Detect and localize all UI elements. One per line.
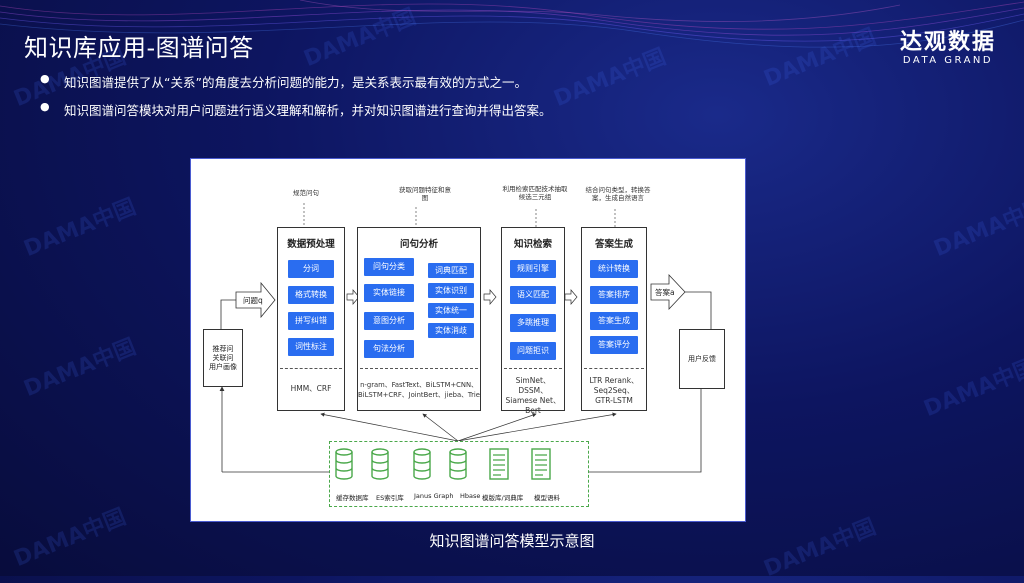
user-feedback-text: 用户反馈 [688, 354, 716, 363]
section-divider [504, 368, 562, 369]
step-box: 分词 [288, 260, 334, 278]
database-icon [413, 448, 431, 480]
input-label: 问题q [243, 296, 263, 305]
storage-label: ES索引库 [376, 494, 404, 502]
step-box: 格式转换 [288, 286, 334, 304]
storage-layer: 缓存数据库 ES索引库 Janus Graph Hbase 模版库/词典库 模型… [329, 441, 589, 507]
column-answer-generation: 答案生成 统计转换 答案排序 答案生成 答案评分 LTR Rerank、 Seq… [581, 227, 647, 411]
sub-step-box: 实体消歧 [428, 323, 474, 338]
flow-arrow [483, 289, 497, 305]
output-label: 答案a [655, 288, 675, 297]
document-icon [489, 448, 509, 480]
column-title: 知识检索 [513, 239, 552, 250]
cloud-note: 结合问句类型，转换答案，生成自然语言 [585, 179, 651, 209]
section-divider [280, 368, 342, 369]
storage-label: 模版库/词典库 [482, 494, 524, 502]
section-divider [584, 368, 644, 369]
flow-arrow [564, 289, 578, 305]
cloud-note: 获取问题特征和意图 [399, 179, 451, 209]
recommendation-box: 推荐问 关联问 用户画像 [203, 329, 243, 387]
step-box: 问题拒识 [510, 342, 556, 360]
cloud-text: 规范问句 [293, 189, 319, 197]
step-box: 语义匹配 [510, 286, 556, 304]
sub-step-box: 实体统一 [428, 303, 474, 318]
database-icon [371, 448, 389, 480]
slide-title: 知识库应用-图谱问答 [24, 34, 254, 62]
column-title: 数据预处理 [287, 239, 335, 250]
sub-step-box: 词典匹配 [428, 263, 474, 278]
step-box: 意图分析 [364, 312, 414, 330]
watermark: DAMA中国 [920, 354, 1024, 423]
column-title: 答案生成 [594, 239, 633, 250]
step-box: 答案排序 [590, 286, 638, 304]
section-divider [360, 368, 478, 369]
document-icon [531, 448, 551, 480]
step-box: 词性标注 [288, 338, 334, 356]
brand-name-cn: 达观数据 [899, 30, 996, 55]
cloud-text: 获取问题特征和意图 [399, 186, 451, 202]
storage-label: Hbase [460, 492, 481, 500]
bullet-item: 知识图谱提供了从“关系”的角度去分析问题的能力，是关系表示最有效的方式之一。 [40, 72, 552, 91]
step-box: 实体链接 [364, 284, 414, 302]
tech-stack: HMM、CRF [290, 384, 332, 393]
step-box: 规则引擎 [510, 260, 556, 278]
cloud-note: 利用检索匹配技术抽取候选三元组 [501, 177, 569, 209]
storage-label: Janus Graph [414, 492, 454, 500]
brand-name-en: DATA GRAND [902, 55, 994, 66]
column-knowledge-retrieval: 知识检索 规则引擎 语义匹配 多跳推理 问题拒识 SimNet、DSSM、 Si… [501, 227, 565, 415]
step-box: 问句分类 [364, 258, 414, 276]
header-wave-decoration [0, 0, 1024, 48]
column-preprocessing: 数据预处理 分词 格式转换 拼写纠错 词性标注 HMM、CRF [277, 227, 345, 411]
sub-step-box: 实体识别 [428, 283, 474, 298]
bullet-list: 知识图谱提供了从“关系”的角度去分析问题的能力，是关系表示最有效的方式之一。 知… [40, 72, 552, 128]
bullet-item: 知识图谱问答模块对用户问题进行语义理解和解析，并对知识图谱进行查询并得出答案。 [40, 100, 552, 119]
tech-stack: LTR Rerank、 Seq2Seq、 GTR-LSTM [589, 376, 639, 405]
step-box: 答案评分 [590, 336, 638, 354]
watermark: DAMA中国 [930, 194, 1024, 263]
tech-stack: SimNet、DSSM、 Siamese Net、 Bert [505, 376, 561, 415]
output-arrow [650, 273, 686, 311]
step-box: 句法分析 [364, 340, 414, 358]
diagram-connectors [219, 203, 712, 473]
storage-label: 模型语料 [534, 494, 560, 502]
watermark: DAMA中国 [20, 194, 140, 263]
recommendation-text: 推荐问 关联问 用户画像 [209, 344, 237, 371]
cloud-note: 规范问句 [286, 181, 326, 205]
storage-label: 缓存数据库 [336, 494, 369, 502]
kgqa-diagram: 问题q 答案a 推荐问 关联问 用户画像 用户反馈 规范问句 获取问题特征和意图… [190, 158, 746, 522]
flow-arrow [346, 289, 360, 305]
step-box: 统计转换 [590, 260, 638, 278]
brand-logo: 达观数据 DATA GRAND [900, 24, 996, 66]
column-question-analysis: 问句分析 问句分类 实体链接 意图分析 句法分析 词典匹配 实体识别 实体统一 … [357, 227, 481, 411]
user-feedback-box: 用户反馈 [679, 329, 725, 389]
step-box: 拼写纠错 [288, 312, 334, 330]
step-box: 多跳推理 [510, 314, 556, 332]
database-icon [449, 448, 467, 480]
watermark: DAMA中国 [20, 334, 140, 403]
cloud-text: 结合问句类型，转换答案，生成自然语言 [585, 186, 651, 202]
step-box: 答案生成 [590, 312, 638, 330]
diagram-caption: 知识图谱问答模型示意图 [429, 532, 595, 550]
tech-stack: n-gram、FastText、BiLSTM+CNN、 BiLSTM+CRF、J… [358, 381, 480, 399]
input-arrow [235, 281, 276, 319]
cloud-text: 利用检索匹配技术抽取候选三元组 [502, 185, 568, 201]
column-title: 问句分析 [399, 239, 438, 250]
database-icon [335, 448, 353, 480]
